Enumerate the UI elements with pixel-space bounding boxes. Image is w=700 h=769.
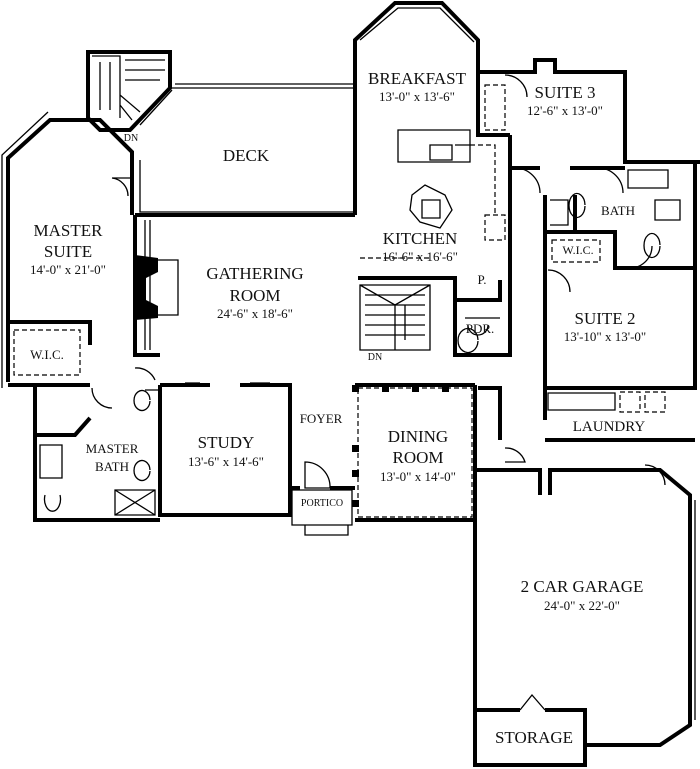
storage-label: STORAGE [494,728,574,747]
suite-2-label: SUITE 2 [574,309,636,328]
bath-label: BATH [601,203,635,218]
suite-2-walls [543,160,697,390]
breakfast-label: BREAKFAST [368,69,466,88]
portico-label: PORTICO [300,498,344,509]
portico-outline [290,461,355,536]
study-dimensions: 13'-6" x 14'-6" [188,454,264,469]
gathering-room-label-1: GATHERING [206,264,304,283]
foyer-label: FOYER [299,411,343,426]
dining-room-label-2: ROOM [392,448,444,467]
suite-3-dimensions: 12'-6" x 13'-0" [527,103,603,118]
gathering-room-walls [133,213,355,381]
master-suite-dimensions: 14'-0" x 21'-0" [30,262,106,277]
laundry-walls [478,386,695,463]
kitchen-label: KITCHEN [382,229,458,248]
deck-label: DECK [222,146,270,165]
dining-room-label-1: DINING [387,427,449,446]
garage-walls [473,464,696,767]
breakfast-dimensions: 13'-0" x 13'-6" [379,89,455,104]
kitchen-breakfast-walls [353,1,512,357]
gathering-room-dimensions: 24'-6" x 18'-6" [217,306,293,321]
kitchen-dimensions: 16'-6" x 16'-6" [382,249,458,264]
suite-3-walls [478,58,700,194]
master-wic-label: W.I.C. [30,347,64,362]
master-suite-label-1: MASTER [33,221,103,240]
laundry-label: LAUNDRY [572,419,646,435]
master-bath-label-2: BATH [95,459,129,474]
suite-3-label: SUITE 3 [534,83,596,102]
gathering-room-label-2: ROOM [229,286,281,305]
master-bath-walls [33,383,161,522]
pantry-label: P. [477,272,487,287]
garage-dimensions: 24'-0" x 22'-0" [544,598,620,613]
master-suite-label-2: SUITE [43,242,93,261]
garage-label: 2 CAR GARAGE [520,577,644,596]
study-label: STUDY [197,433,255,452]
powder-room-label: PDR. [465,321,495,336]
suite-2-wic-label: W.I.C. [562,243,594,257]
suite-2-dimensions: 13'-10" x 13'-0" [563,329,647,344]
dining-room-dimensions: 13'-0" x 14'-0" [380,469,456,484]
stairs-down-label-1: DN [123,133,139,144]
master-suite-walls [1,111,134,388]
master-bath-label-1: MASTER [85,441,139,456]
stairs-down-label-2: DN [367,352,383,363]
